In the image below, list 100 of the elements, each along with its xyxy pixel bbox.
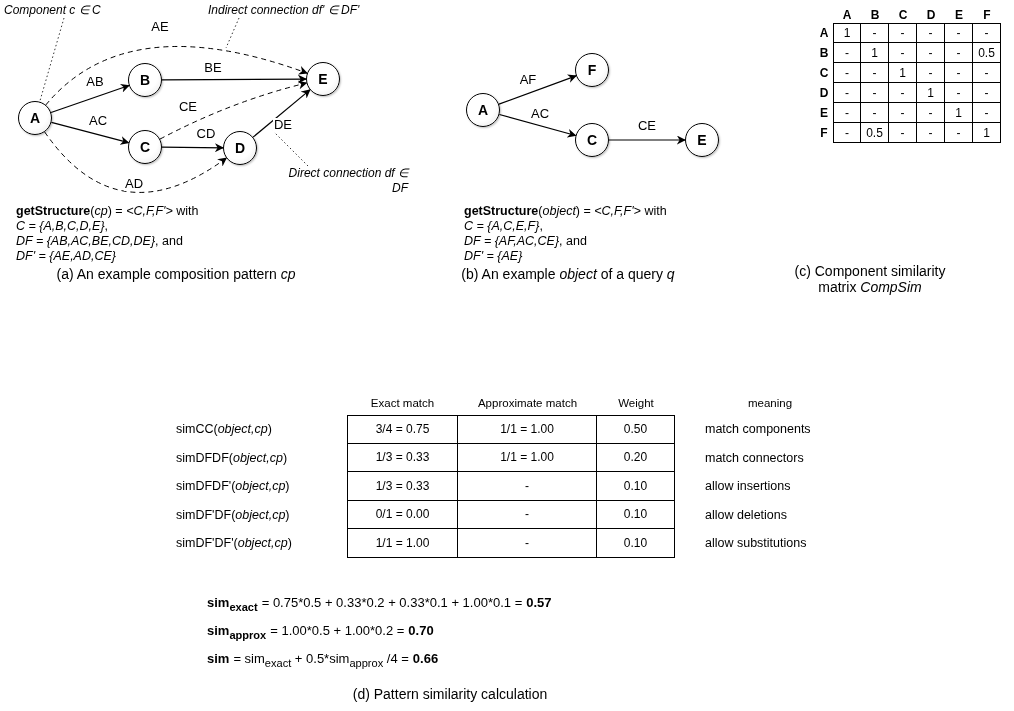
arrow bbox=[498, 113, 577, 138]
table-cell: - bbox=[458, 472, 597, 501]
column-heading: B bbox=[869, 7, 881, 22]
figure-caption: (d) Pattern similarity calculation bbox=[351, 686, 549, 702]
node-circle: C bbox=[575, 123, 609, 157]
arrow bbox=[252, 89, 311, 138]
structure-definition: C = {A,B,C,D,E}, bbox=[16, 219, 110, 234]
structure-definition: DF = {AF,AC,CE}, and bbox=[464, 234, 588, 249]
figure-caption: (a) An example composition pattern cp bbox=[55, 266, 297, 282]
matrix-cell: - bbox=[973, 63, 1001, 83]
matrix-cell: 0.5 bbox=[861, 123, 889, 143]
matrix-cell: - bbox=[945, 83, 973, 103]
formula-text: = 0.75*0.5 + 0.33*0.2 + 0.33*0.1 + 1.00*0.1 = bbox=[261, 595, 523, 610]
structure-definition: DF = {AB,AC,BE,CD,DE}, and bbox=[16, 234, 184, 249]
edge-label: AC bbox=[529, 107, 551, 121]
edge-label: DE bbox=[272, 118, 294, 132]
table-cell: 0.10 bbox=[597, 472, 675, 501]
leader-line bbox=[225, 17, 240, 49]
node-circle: C bbox=[128, 130, 162, 164]
formula-result: 0.66 bbox=[412, 651, 439, 666]
column-heading: Exact match bbox=[369, 397, 436, 409]
matrix-cell: - bbox=[917, 23, 945, 43]
column-heading: D bbox=[925, 7, 937, 22]
table-cell: - bbox=[458, 529, 597, 558]
dashed-arrow bbox=[44, 131, 228, 193]
edge-label: CD bbox=[195, 127, 217, 141]
node-circle: E bbox=[306, 62, 340, 96]
edge-label: AE bbox=[150, 20, 170, 34]
matrix-cell: - bbox=[945, 63, 973, 83]
structure-definition: getStructure(cp) = <C,F,F'> with bbox=[16, 204, 199, 219]
matrix-cell: - bbox=[945, 23, 973, 43]
formula-term: sim$_{approx}$ bbox=[207, 623, 267, 641]
column-heading: Approximate match bbox=[476, 397, 579, 409]
matrix-cell: 1 bbox=[889, 63, 917, 83]
edge-label: AF bbox=[518, 73, 538, 87]
column-heading: C bbox=[897, 7, 909, 22]
matrix-cell: - bbox=[889, 123, 917, 143]
matrix-cell: - bbox=[861, 103, 889, 123]
dashed-arrow bbox=[159, 80, 308, 140]
row-heading: E bbox=[819, 106, 829, 120]
arrow bbox=[50, 121, 130, 145]
formula-term: sim$_{exact}$ bbox=[207, 595, 258, 613]
table-cell: 1/3 = 0.33 bbox=[347, 443, 458, 472]
node-circle: A bbox=[466, 93, 500, 127]
matrix-cell: - bbox=[917, 63, 945, 83]
row-label: simDFDF(object,cp) bbox=[176, 450, 289, 465]
arrow bbox=[498, 74, 577, 105]
meaning-text: match connectors bbox=[704, 450, 805, 465]
row-label: simCC(object,cp) bbox=[176, 422, 273, 437]
arrow bbox=[161, 143, 224, 153]
table-cell: 0.10 bbox=[597, 529, 675, 558]
row-heading: B bbox=[818, 46, 830, 60]
figure-caption: (c) Component similarity matrix CompSim bbox=[793, 263, 947, 295]
table-cell: 1/1 = 1.00 bbox=[458, 415, 597, 444]
column-heading: Weight bbox=[617, 397, 655, 409]
column-heading: meaning bbox=[746, 397, 794, 409]
node-circle: B bbox=[128, 63, 162, 97]
edge-label: AB bbox=[85, 75, 105, 89]
matrix-cell: 1 bbox=[833, 23, 861, 43]
matrix-cell: - bbox=[945, 43, 973, 63]
formula-result: 0.70 bbox=[408, 623, 434, 638]
annotation-text: Indirect connection df' ∈ DF' bbox=[208, 3, 418, 18]
meaning-text: allow deletions bbox=[704, 507, 788, 522]
table-cell: 1/3 = 0.33 bbox=[347, 472, 458, 501]
node-circle: D bbox=[223, 131, 257, 165]
structure-definition: getStructure(object) = <C,F,F'> with bbox=[464, 204, 667, 219]
matrix-cell: - bbox=[833, 123, 861, 143]
matrix-cell: - bbox=[861, 63, 889, 83]
matrix-cell: - bbox=[861, 83, 889, 103]
node-circle: F bbox=[575, 53, 609, 87]
annotation-text: Direct connection df ∈ DF bbox=[288, 166, 408, 196]
matrix-cell: - bbox=[889, 83, 917, 103]
row-heading: F bbox=[819, 126, 829, 140]
matrix-cell: 1 bbox=[973, 123, 1001, 143]
arrow bbox=[50, 83, 130, 114]
table-cell: 0/1 = 0.00 bbox=[347, 500, 458, 529]
column-heading: E bbox=[954, 7, 964, 22]
structure-definition: DF' = {AE,AD,CE} bbox=[16, 249, 117, 264]
table-cell: 0.10 bbox=[597, 500, 675, 529]
table-cell: 3/4 = 0.75 bbox=[347, 415, 458, 444]
matrix-cell: - bbox=[917, 103, 945, 123]
row-label: simDFDF'(object,cp) bbox=[176, 479, 291, 494]
matrix-cell: - bbox=[973, 83, 1001, 103]
meaning-text: allow insertions bbox=[704, 479, 792, 494]
formula-result: 0.57 bbox=[526, 595, 552, 610]
table-cell: 1/1 = 1.00 bbox=[458, 443, 597, 472]
arrow bbox=[161, 74, 307, 84]
matrix-cell: - bbox=[833, 63, 861, 83]
matrix-cell: - bbox=[917, 123, 945, 143]
formula-text: = 1.00*0.5 + 1.00*0.2 = bbox=[270, 623, 405, 638]
column-heading: A bbox=[841, 7, 853, 22]
edge-label: CE bbox=[636, 119, 658, 133]
row-heading: C bbox=[818, 66, 830, 80]
row-heading: D bbox=[818, 86, 830, 100]
row-label: simDF'DF'(object,cp) bbox=[176, 536, 293, 551]
matrix-cell: 1 bbox=[917, 83, 945, 103]
matrix-cell: - bbox=[889, 23, 917, 43]
table-cell: 1/1 = 1.00 bbox=[347, 529, 458, 558]
formula-term: sim bbox=[207, 651, 230, 666]
matrix-cell: - bbox=[973, 23, 1001, 43]
